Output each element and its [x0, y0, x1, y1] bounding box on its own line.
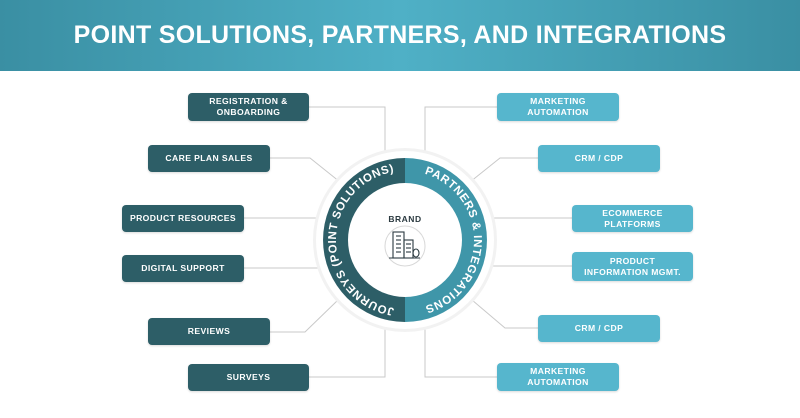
journeys-ring-segment [323, 158, 405, 322]
partner-crm-cdp-top[interactable]: CRM / CDP [538, 145, 660, 172]
journey-product-resources[interactable]: PRODUCT RESOURCES [122, 205, 244, 232]
partner-ecommerce-platforms[interactable]: ECOMMERCE PLATFORMS [572, 205, 693, 232]
brand-label: BRAND [388, 214, 421, 224]
connector-care-plan [270, 157, 341, 183]
partner-label: MARKETING AUTOMATION [527, 96, 589, 117]
partner-label: CRM / CDP [574, 153, 624, 164]
page-title: POINT SOLUTIONS, PARTNERS, AND INTEGRATI… [73, 21, 727, 49]
journey-label: SURVEYS [226, 372, 271, 383]
connector-crm-bottom [471, 299, 538, 329]
partner-product-information-mgmt[interactable]: PRODUCT INFORMATION MGMT. [572, 252, 693, 281]
connector-reviews [270, 299, 339, 333]
partner-marketing-automation-bottom[interactable]: MARKETING AUTOMATION [497, 363, 619, 391]
journey-label: DIGITAL SUPPORT [141, 263, 225, 274]
brand-icon-ring [384, 225, 426, 267]
journey-registration-onboarding[interactable]: REGISTRATION & ONBOARDING [188, 93, 309, 121]
connector-registration [309, 106, 386, 168]
partner-marketing-automation-top[interactable]: MARKETING AUTOMATION [497, 93, 619, 121]
partner-label: CRM / CDP [574, 323, 624, 334]
connector-surveys [309, 318, 386, 378]
connector-crm-top [469, 157, 538, 183]
connector-marketing-top [424, 106, 497, 168]
journey-digital-support[interactable]: DIGITAL SUPPORT [122, 255, 244, 282]
connector-marketing-bottom [424, 318, 497, 378]
journey-care-plan-sales[interactable]: CARE PLAN SALES [148, 145, 270, 172]
journey-reviews[interactable]: REVIEWS [148, 318, 270, 345]
building-icon [389, 231, 420, 259]
journey-label: CARE PLAN SALES [165, 153, 253, 164]
partner-label: MARKETING AUTOMATION [527, 366, 589, 387]
title-banner: POINT SOLUTIONS, PARTNERS, AND INTEGRATI… [0, 0, 800, 71]
journey-label: PRODUCT RESOURCES [129, 213, 237, 224]
journey-surveys[interactable]: SURVEYS [188, 364, 309, 391]
partner-label: ECOMMERCE PLATFORMS [602, 207, 663, 229]
partners-ring-segment [405, 158, 487, 322]
partner-label: PRODUCT INFORMATION MGMT. [584, 255, 681, 277]
journey-label: REVIEWS [187, 326, 231, 337]
partner-crm-cdp-bottom[interactable]: CRM / CDP [538, 315, 660, 342]
journey-label: REGISTRATION & ONBOARDING [209, 96, 288, 117]
